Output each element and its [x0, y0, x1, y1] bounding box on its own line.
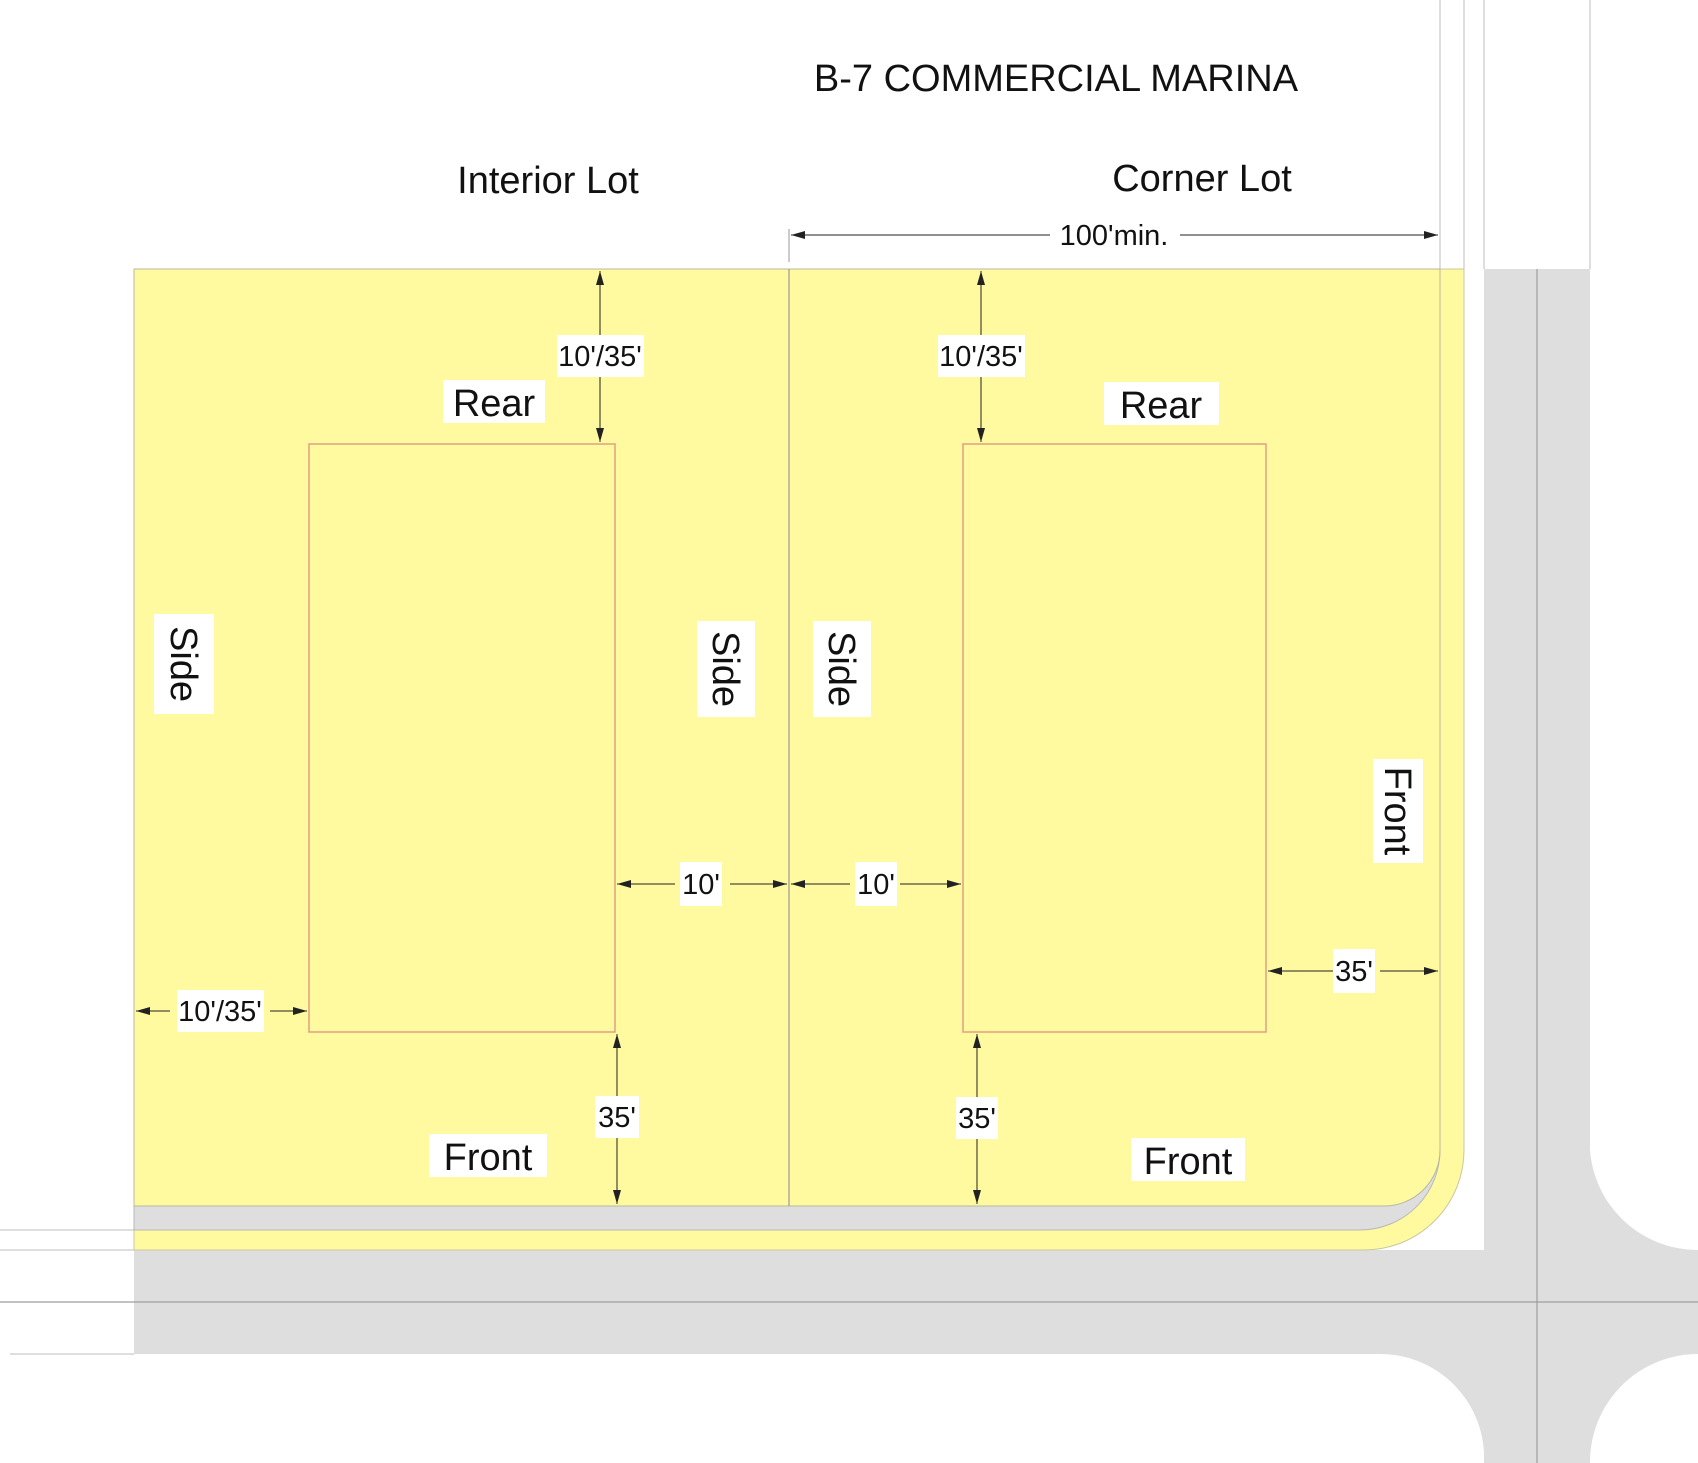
intersection-corner-se — [1589, 1354, 1698, 1463]
corner-front-setback: 35' — [956, 1034, 998, 1204]
interior-lot-heading: Interior Lot — [457, 160, 639, 202]
corner-front-label: Front — [1144, 1141, 1233, 1183]
intersection-corner-ne — [1590, 1150, 1698, 1251]
lot-width-dimension: 100'min. — [788, 220, 1438, 262]
corner-lot-heading: Corner Lot — [1112, 158, 1292, 200]
corner-rear-dim-label: 10'/35' — [939, 341, 1023, 373]
interior-rear-label: Rear — [453, 383, 536, 425]
intersection-corner-sw — [1380, 1353, 1485, 1463]
interior-side-right-dim-label: 10' — [682, 869, 720, 901]
interior-side-left-label: Side — [162, 626, 204, 702]
corner-front-dim-label: 35' — [958, 1103, 996, 1135]
corner-rear-setback: 10'/35' — [938, 271, 1025, 442]
lot-width-label: 100'min. — [1060, 220, 1169, 252]
interior-side-left-dim-label: 10'/35' — [178, 996, 262, 1028]
interior-side-right-setback: 10' — [617, 862, 787, 906]
corner-side-setback: 10' — [791, 862, 961, 906]
corner-rear-label: Rear — [1120, 385, 1203, 427]
corner-side-left-label: Side — [820, 631, 862, 707]
corner-street-front-label: Front — [1376, 767, 1418, 856]
interior-rear-dim-label: 10'/35' — [558, 341, 642, 373]
interior-front-dim-label: 35' — [598, 1102, 636, 1134]
interior-front-label: Front — [444, 1137, 533, 1179]
interior-rear-setback: 10'/35' — [557, 271, 644, 442]
corner-street-setback: 35' — [1268, 949, 1438, 993]
interior-front-setback: 35' — [595, 1034, 639, 1204]
corner-street-dim-label: 35' — [1335, 956, 1373, 988]
interior-building — [308, 443, 616, 1033]
corner-building — [962, 443, 1267, 1033]
diagram-title: B-7 COMMERCIAL MARINA — [814, 58, 1299, 100]
interior-side-left-setback: 10'/35' — [136, 990, 307, 1032]
interior-side-right-label: Side — [704, 631, 746, 707]
corner-side-dim-label: 10' — [857, 869, 895, 901]
